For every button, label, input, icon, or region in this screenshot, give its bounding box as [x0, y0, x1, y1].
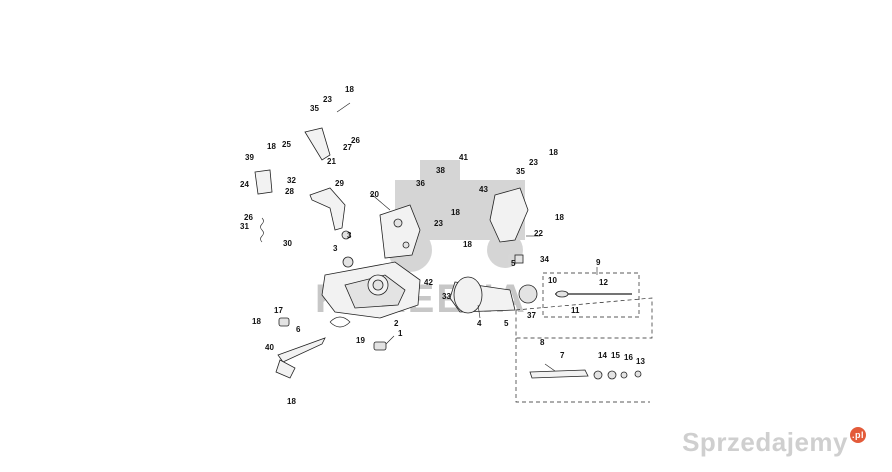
cylinder-part: [449, 276, 538, 314]
callout-3a: 3: [347, 231, 352, 240]
bushing-17-part: [278, 317, 290, 327]
callout-35a: 35: [310, 104, 319, 113]
pin-assembly-lower: [515, 338, 650, 403]
callout-33: 33: [442, 292, 451, 301]
callout-4: 4: [477, 319, 482, 328]
callout-19: 19: [356, 336, 365, 345]
callout-18e: 18: [451, 208, 460, 217]
shift-lever-part: [277, 337, 326, 363]
callout-30: 30: [283, 239, 292, 248]
callout-18g: 18: [287, 397, 296, 406]
callout-40: 40: [265, 343, 274, 352]
callout-27: 27: [343, 143, 352, 152]
callout-18d: 18: [555, 213, 564, 222]
callout-16: 16: [624, 353, 633, 362]
callout-8: 8: [540, 338, 545, 347]
callout-32: 32: [287, 176, 296, 185]
callout-42: 42: [424, 278, 433, 287]
washer-3a-part: [341, 230, 351, 240]
callout-28: 28: [285, 187, 294, 196]
ring-15-part: [607, 370, 617, 380]
pin-part: [529, 369, 589, 379]
callout-38: 38: [436, 166, 445, 175]
callout-24: 24: [240, 180, 249, 189]
callout-34: 34: [540, 255, 549, 264]
callout-9: 9: [596, 258, 601, 267]
washer-3b-part: [342, 256, 354, 268]
callout-29: 29: [335, 179, 344, 188]
pin-assembly-outline: [515, 297, 653, 339]
callout-11: 11: [571, 306, 580, 315]
callout-13: 13: [636, 357, 645, 366]
callout-37: 37: [527, 311, 536, 320]
callout-1: 1: [398, 329, 403, 338]
spring-part: [260, 217, 264, 243]
callout-41: 41: [459, 153, 468, 162]
bushing-1-part: [373, 341, 387, 351]
bracket-39-part: [254, 169, 273, 195]
bolt-13-part: [634, 370, 642, 378]
callout-18b: 18: [267, 142, 276, 151]
callout-15: 15: [611, 351, 620, 360]
callout-6: 6: [296, 325, 301, 334]
callout-18c: 18: [549, 148, 558, 157]
callout-23c: 23: [434, 219, 443, 228]
callout-7: 7: [560, 351, 565, 360]
callout-17: 17: [274, 306, 283, 315]
callout-26b: 26: [244, 213, 253, 222]
rod-end-part: [555, 290, 569, 298]
lever-part: [304, 127, 331, 161]
callout-2: 2: [394, 319, 399, 328]
callout-21: 21: [327, 157, 336, 166]
site-watermark: Sprzedajemy.pl: [682, 427, 866, 458]
callout-23a: 23: [323, 95, 332, 104]
callout-35b: 35: [516, 167, 525, 176]
ring-14-part: [593, 370, 603, 380]
callout-12: 12: [599, 278, 608, 287]
callout-31: 31: [240, 222, 249, 231]
ring-16-part: [620, 371, 628, 379]
callout-18h: 18: [463, 240, 472, 249]
callout-5a: 5: [511, 259, 516, 268]
callout-18f: 18: [252, 317, 261, 326]
callout-36: 36: [416, 179, 425, 188]
spring-clip-part: [329, 316, 351, 328]
callout-25: 25: [282, 140, 291, 149]
callout-39: 39: [245, 153, 254, 162]
callout-26a: 26: [351, 136, 360, 145]
site-tld-badge: .pl: [850, 427, 866, 443]
block-34-part: [514, 254, 524, 264]
callout-10: 10: [548, 276, 557, 285]
callout-14: 14: [598, 351, 607, 360]
callout-5b: 5: [504, 319, 509, 328]
site-name: Sprzedajemy: [682, 427, 848, 457]
callout-labels: 1 2 3 3 4 5 5 6 7 8 9 10 11 12 13 14 15 …: [240, 85, 645, 406]
callout-20: 20: [370, 190, 379, 199]
callout-3b: 3: [333, 244, 338, 253]
pedal-arm-part: [309, 187, 346, 231]
leader-lines: [336, 102, 598, 372]
bracket-part: [489, 187, 529, 243]
callout-22: 22: [534, 229, 543, 238]
callout-23b: 23: [529, 158, 538, 167]
mounting-plate-part: [379, 204, 421, 259]
callout-18a: 18: [345, 85, 354, 94]
callout-43: 43: [479, 185, 488, 194]
main-housing-part: [321, 261, 421, 319]
